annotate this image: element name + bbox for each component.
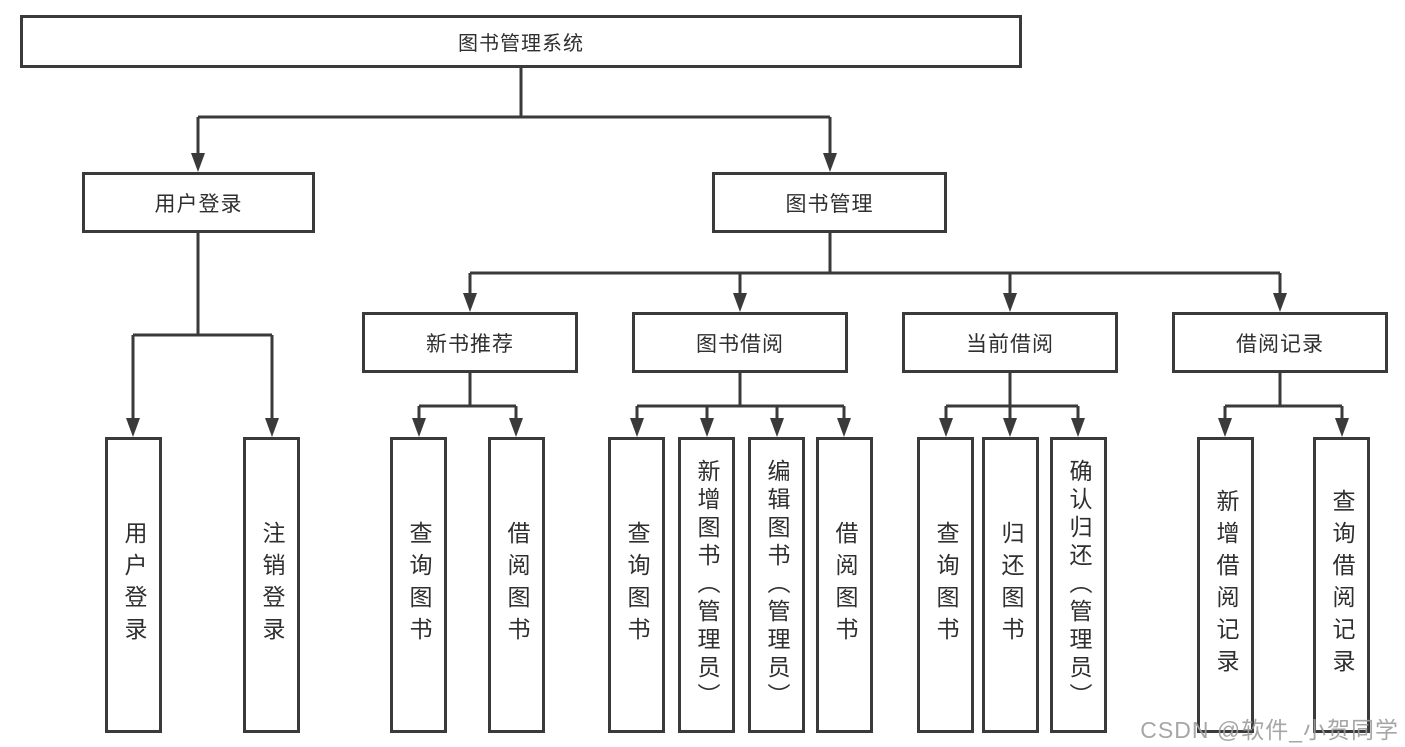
node-current-borrow: 当前借阅 — [902, 312, 1118, 373]
node-user-login: 用户登录 — [82, 172, 315, 233]
node-root: 图书管理系统 — [20, 15, 1022, 68]
leaf-current-query-books: 查询图书 — [917, 437, 974, 733]
watermark: CSDN @软件_小贺同学 — [1140, 717, 1399, 743]
leaf-borrow-query-books: 查询图书 — [608, 437, 665, 733]
node-book-borrow: 图书借阅 — [632, 312, 848, 373]
node-new-book-recommend: 新书推荐 — [362, 312, 578, 373]
leaf-borrow-borrow-books: 借阅图书 — [816, 437, 873, 733]
leaf-recommend-borrow-books: 借阅图书 — [488, 437, 545, 733]
leaf-current-return-books: 归还图书 — [982, 437, 1039, 733]
leaf-borrow-edit-books-admin: 编辑图书（管理员） — [748, 437, 805, 733]
leaf-borrow-add-books-admin: 新增图书（管理员） — [678, 437, 735, 733]
leaf-records-add-record: 新增借阅记录 — [1197, 437, 1254, 733]
arrowheads — [126, 153, 1349, 437]
node-borrow-records: 借阅记录 — [1172, 312, 1388, 373]
leaf-records-query-record: 查询借阅记录 — [1313, 437, 1370, 733]
node-book-management: 图书管理 — [712, 172, 947, 233]
leaf-user-login: 用户登录 — [105, 437, 162, 733]
leaf-logout: 注销登录 — [243, 437, 300, 733]
leaf-current-confirm-return-admin: 确认归还（管理员） — [1050, 437, 1107, 733]
leaf-recommend-query-books: 查询图书 — [390, 437, 447, 733]
